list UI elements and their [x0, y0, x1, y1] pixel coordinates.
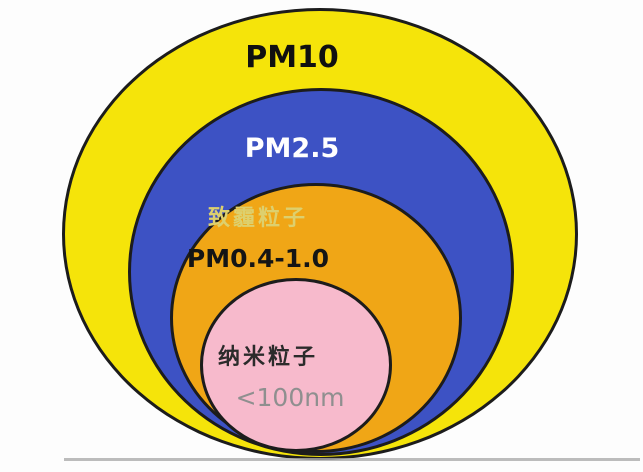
bottom-edge-line: [64, 458, 640, 461]
haze-particles-label: 致霾粒子: [207, 206, 308, 231]
pm10-label: PM10: [245, 40, 339, 75]
under-100nm-label: <100nm: [235, 383, 345, 412]
pm-0-4-1-0-label: PM0.4-1.0: [186, 244, 330, 273]
nano-particles-circle: [200, 278, 392, 452]
nano-particles-label: 纳米粒子: [217, 345, 318, 370]
pm2-5-label: PM2.5: [244, 133, 340, 164]
